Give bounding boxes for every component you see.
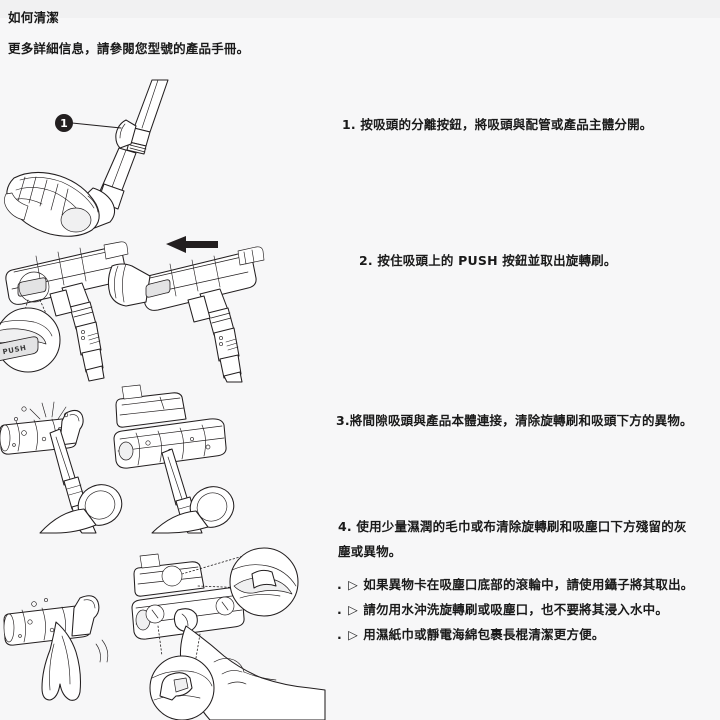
push-detail-magnifier: PUSH <box>0 299 61 373</box>
brush-roll-left-shape <box>0 401 123 534</box>
header-band <box>0 0 720 18</box>
callout-1: 1 <box>55 114 122 132</box>
figure-3-crevice-cleaning <box>0 384 250 534</box>
figure-4-wipe-roller-clean <box>0 547 326 720</box>
nozzle-roller-clean-shape <box>131 547 326 720</box>
figure-1-nozzle-detach: 1 <box>0 79 230 240</box>
note-item: . ▷ 如果異物卡在吸塵口底部的滾輪中，請使用鑷子將其取出。 <box>337 572 709 597</box>
note-marker-icon: . ▷ <box>337 577 359 592</box>
step-2-text: 2. 按住吸頭上的 PUSH 按鈕並取出旋轉刷。 <box>359 253 617 268</box>
figure-2-push-brush-removal: PUSH <box>0 232 300 383</box>
wand-tube-shape <box>126 79 169 155</box>
note-text: 用濕紙巾或靜電海綿包裹長棍清潔更方便。 <box>363 627 605 642</box>
floor-head-shape <box>4 171 116 237</box>
note-item: . ▷ 用濕紙巾或靜電海綿包裹長棍清潔更方便。 <box>337 622 709 647</box>
note-text: 如果異物卡在吸塵口底部的滾輪中，請使用鑷子將其取出。 <box>363 577 694 592</box>
note-marker-icon: . ▷ <box>337 602 359 617</box>
notes-list: . ▷ 如果異物卡在吸塵口底部的滾輪中，請使用鑷子將其取出。 . ▷ 請勿用水沖… <box>337 572 709 647</box>
brush-roll-wipe-shape <box>3 595 109 701</box>
step-3-text: 3.將間隙吸頭與產品本體連接，清除旋轉刷和吸頭下方的異物。 <box>336 413 693 428</box>
step-4-text: 4. 使用少量濕潤的毛巾或布清除旋轉刷和吸塵口下方殘留的灰塵或異物。 <box>338 519 687 559</box>
direction-arrow-icon <box>166 236 218 253</box>
page-title: 如何清潔 <box>8 10 60 25</box>
nozzle-head-right-shape <box>113 384 235 534</box>
note-item: . ▷ 請勿用水沖洗旋轉刷或吸塵口，也不要將其浸入水中。 <box>337 597 709 622</box>
note-text: 請勿用水沖洗旋轉刷或吸塵口，也不要將其浸入水中。 <box>363 602 669 617</box>
nozzle-right-shape <box>107 246 265 383</box>
callout-badge-label: 1 <box>60 117 68 130</box>
note-marker-icon: . ▷ <box>337 627 359 642</box>
page-subtitle: 更多詳細信息，請參閱您型號的產品手冊。 <box>8 41 250 56</box>
step-1-text: 1. 按吸頭的分離按鈕，將吸頭與配管或產品主體分開。 <box>342 117 653 132</box>
